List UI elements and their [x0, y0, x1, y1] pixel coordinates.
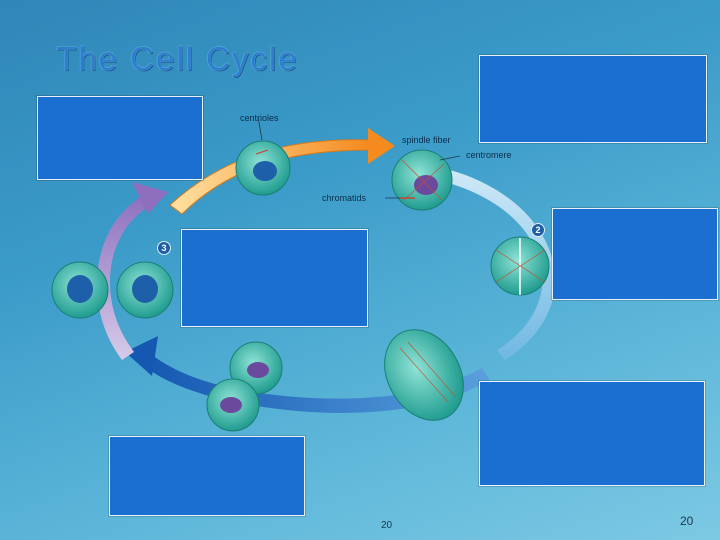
label-centromere: centromere [466, 150, 512, 160]
cell-anaphase [384, 329, 464, 421]
cell-daughter-left [51, 261, 109, 319]
page-title: The Cell Cycle [56, 40, 299, 77]
cell-interphase [235, 116, 291, 196]
answer-box-interphase [37, 96, 203, 180]
step-number-2: 2 [531, 223, 545, 237]
centromere-pointer [439, 155, 461, 161]
arrow-right-lightblue [445, 170, 556, 360]
cell-telophase [206, 341, 283, 432]
cell-prophase [391, 149, 453, 211]
answer-box-anaphase [479, 381, 705, 486]
answer-box-prophase [479, 55, 707, 143]
cell-daughter-right [116, 261, 174, 319]
footer-page-number: 20 [381, 520, 393, 531]
corner-page-number: 20 [680, 514, 694, 528]
answer-box-telophase [109, 436, 305, 516]
answer-box-cytokinesis [181, 229, 368, 327]
label-centrioles: centrioles [240, 113, 279, 123]
label-spindle-fiber: spindle fiber [402, 135, 451, 145]
label-chromatids: chromatids [322, 193, 367, 203]
arrow-left-purple [96, 182, 168, 360]
answer-box-metaphase [552, 208, 718, 300]
cell-metaphase [490, 236, 550, 296]
step-number-3: 3 [157, 241, 171, 255]
